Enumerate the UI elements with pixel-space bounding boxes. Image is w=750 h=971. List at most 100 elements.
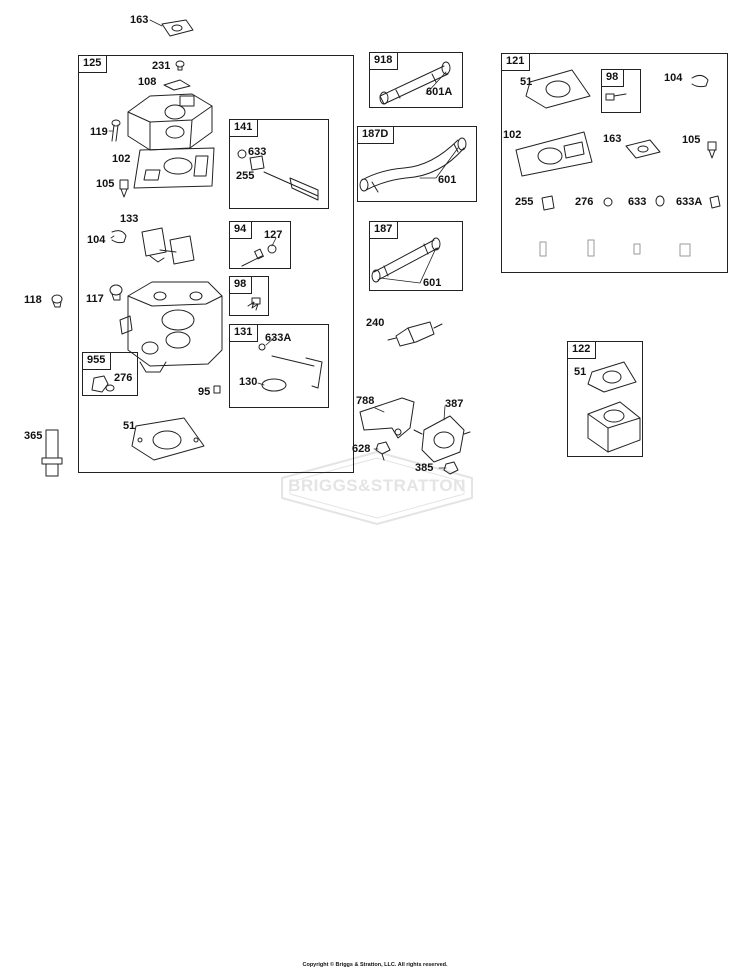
callout-601-187d: 601 bbox=[438, 174, 457, 186]
callout-105: 105 bbox=[96, 178, 115, 190]
part-95 bbox=[213, 385, 221, 394]
callout-163: 163 bbox=[130, 14, 149, 26]
callout-633-121: 633 bbox=[628, 196, 647, 208]
box-131: 131 bbox=[229, 324, 329, 408]
callout-788: 788 bbox=[356, 395, 375, 407]
callout-51: 51 bbox=[123, 420, 136, 432]
callout-130: 130 bbox=[239, 376, 258, 388]
part-141-shaft bbox=[263, 171, 319, 201]
callout-240: 240 bbox=[366, 317, 385, 329]
part-117 bbox=[109, 284, 123, 301]
part-955-fitting bbox=[91, 375, 115, 393]
callout-51-121: 51 bbox=[520, 76, 533, 88]
callout-365: 365 bbox=[24, 430, 43, 442]
box-94-label: 94 bbox=[230, 222, 253, 239]
carb-body bbox=[119, 281, 223, 373]
box-98-in-121-label: 98 bbox=[602, 70, 625, 87]
part-51-gasket-122 bbox=[587, 361, 637, 393]
callout-385: 385 bbox=[415, 462, 434, 474]
callout-633a: 633A bbox=[265, 332, 292, 344]
part-255-bushing bbox=[249, 155, 265, 171]
part-127-oring bbox=[267, 244, 277, 254]
callout-117: 117 bbox=[86, 293, 104, 305]
part-387-pump bbox=[413, 415, 471, 463]
part-255-121 bbox=[541, 195, 555, 211]
box-94: 94 bbox=[229, 221, 291, 269]
box-125-label: 125 bbox=[79, 56, 108, 73]
part-633-121 bbox=[655, 195, 665, 207]
callout-51-122: 51 bbox=[574, 366, 587, 378]
part-118 bbox=[51, 294, 63, 308]
part-131-throttle bbox=[258, 343, 323, 392]
box-187d-label: 187D bbox=[358, 127, 395, 144]
box-121-label: 121 bbox=[502, 54, 531, 71]
callout-601-187: 601 bbox=[423, 277, 442, 289]
watermark-text: BRIGGS&STRATTON bbox=[288, 476, 466, 495]
box-131-label: 131 bbox=[230, 325, 259, 342]
box-955: 955 bbox=[82, 352, 138, 396]
box-122: 122 bbox=[567, 341, 643, 457]
callout-104-121: 104 bbox=[664, 72, 683, 84]
part-119-screw bbox=[111, 119, 121, 142]
part-133-float bbox=[141, 227, 195, 265]
callout-601a: 601A bbox=[426, 86, 453, 98]
part-633-oring bbox=[237, 149, 247, 159]
copyright-notice: Copyright © Briggs & Stratton, LLC. All … bbox=[302, 962, 448, 968]
small-parts-121 bbox=[539, 239, 691, 257]
callout-133: 133 bbox=[120, 213, 139, 225]
part-105-121 bbox=[707, 141, 717, 159]
part-918-hose bbox=[379, 61, 451, 105]
part-163-gasket bbox=[161, 19, 194, 37]
callout-119: 119 bbox=[90, 126, 108, 138]
box-98-in-121: 98 bbox=[601, 69, 641, 113]
callout-276: 276 bbox=[114, 372, 133, 384]
callout-633a-121: 633A bbox=[676, 196, 703, 208]
part-108 bbox=[163, 79, 191, 91]
part-788-bracket bbox=[359, 397, 415, 439]
box-125: 125 bbox=[78, 55, 354, 473]
part-187d-hose bbox=[359, 137, 467, 193]
part-163-121 bbox=[625, 139, 661, 159]
callout-95: 95 bbox=[198, 386, 211, 398]
watermark-logo bbox=[281, 451, 473, 525]
box-187d: 187D bbox=[357, 126, 477, 202]
carb-top bbox=[127, 93, 213, 151]
leader-lines bbox=[108, 19, 459, 469]
box-187-label: 187 bbox=[370, 222, 399, 239]
box-955-label: 955 bbox=[83, 353, 112, 370]
part-231 bbox=[175, 60, 185, 71]
callout-104: 104 bbox=[87, 234, 106, 246]
part-276-121 bbox=[603, 197, 613, 207]
box-918-label: 918 bbox=[370, 53, 399, 70]
part-122-spacer bbox=[587, 401, 641, 453]
part-105 bbox=[119, 179, 129, 198]
callout-628: 628 bbox=[352, 443, 371, 455]
box-98: 98 bbox=[229, 276, 269, 316]
callout-102: 102 bbox=[112, 153, 131, 165]
callout-127: 127 bbox=[264, 229, 283, 241]
part-365-stud bbox=[41, 429, 63, 477]
callout-255: 255 bbox=[236, 170, 255, 182]
part-98-spring bbox=[247, 297, 261, 311]
part-628 bbox=[375, 441, 391, 461]
callout-255-121: 255 bbox=[515, 196, 534, 208]
part-104-clip bbox=[111, 230, 127, 244]
box-918: 918 bbox=[369, 52, 463, 108]
part-187-hose bbox=[371, 237, 441, 283]
part-51-gasket bbox=[131, 417, 205, 461]
part-102-gasket bbox=[133, 147, 215, 189]
callout-102-121: 102 bbox=[503, 129, 522, 141]
box-141: 141 bbox=[229, 119, 329, 209]
box-141-label: 141 bbox=[230, 120, 259, 137]
part-385 bbox=[443, 461, 459, 475]
box-98-label: 98 bbox=[230, 277, 253, 294]
box-187: 187 bbox=[369, 221, 463, 291]
callout-118: 118 bbox=[24, 294, 42, 306]
part-98-121 bbox=[605, 93, 627, 101]
part-633a-121 bbox=[709, 195, 721, 209]
part-94-needle bbox=[241, 248, 264, 267]
box-122-label: 122 bbox=[568, 342, 597, 359]
callout-276-121: 276 bbox=[575, 196, 594, 208]
part-104-121 bbox=[691, 74, 709, 88]
